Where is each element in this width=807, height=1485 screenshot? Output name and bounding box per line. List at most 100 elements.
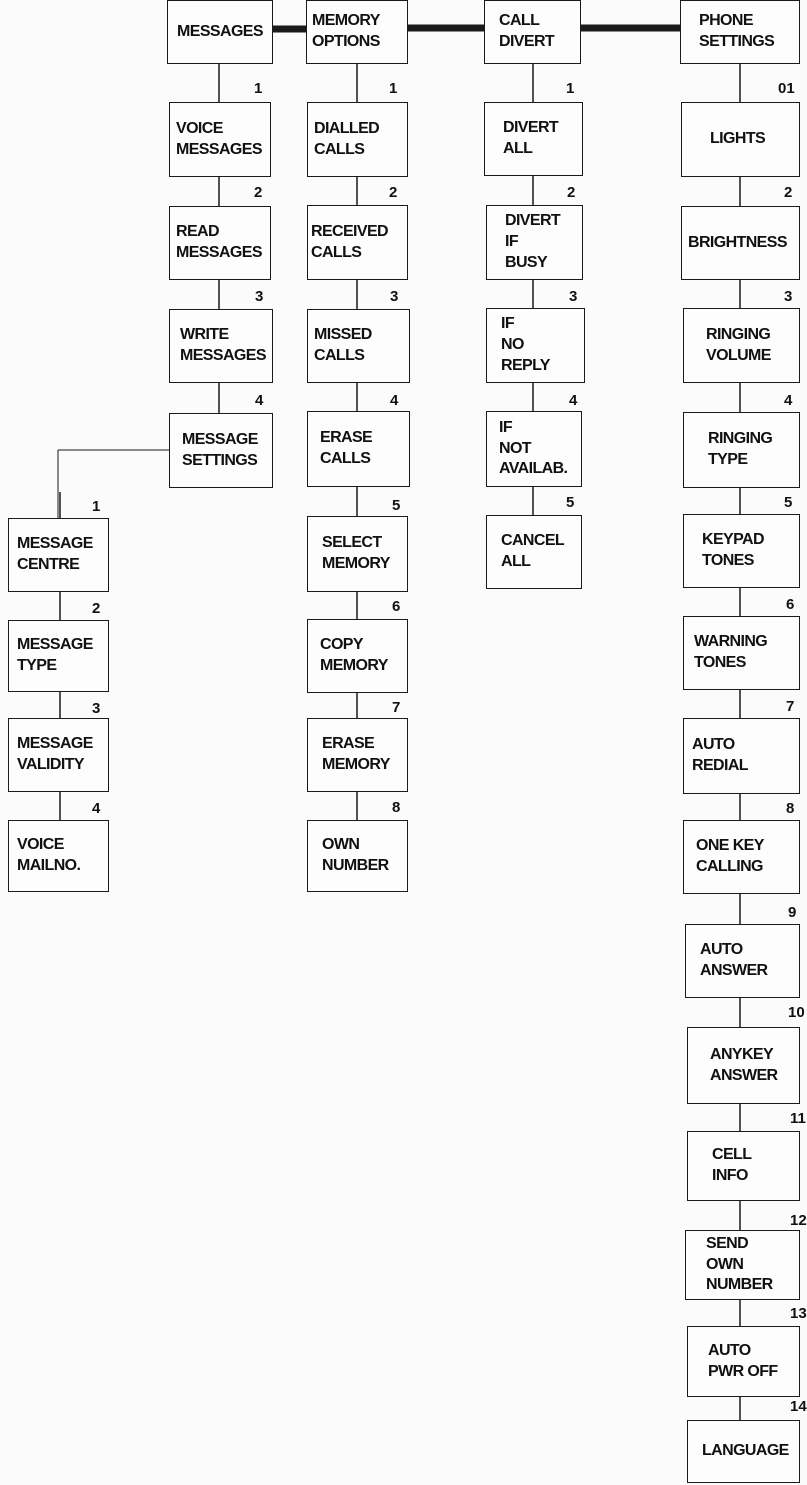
menu-header-messages[interactable]: MESSAGES: [167, 0, 273, 64]
node-label-line: READ: [176, 223, 220, 241]
node-label-line: VALIDITY: [17, 756, 85, 773]
menu-item-phone-settings[interactable]: BRIGHTNESS: [681, 206, 800, 280]
menu-item-message-settings[interactable]: MESSAGE VALIDITY: [8, 718, 109, 792]
menu-item-number: 4: [390, 392, 399, 409]
menu-item-number: 3: [390, 288, 399, 305]
menu-item-call-divert[interactable]: IF NO REPLY: [486, 308, 585, 383]
node-label-line: IF: [499, 418, 513, 436]
node-label-line: OPTIONS: [312, 33, 380, 50]
menu-item-messages[interactable]: READ MESSAGES: [169, 206, 271, 280]
node-label-line: MAILNO.: [17, 857, 81, 874]
node-label-line: MISSED: [314, 326, 372, 344]
node-label-line: DIVERT: [499, 33, 555, 50]
node-label-line: LIGHTS: [710, 130, 766, 148]
menu-item-number: 9: [788, 904, 797, 921]
node-label-line: BUSY: [505, 253, 548, 271]
node-label-line: REPLY: [501, 356, 550, 374]
node-label-line: NOT: [499, 439, 532, 457]
node-label-line: SEND: [706, 1234, 749, 1252]
node-label-line: DIVERT: [503, 119, 559, 137]
node-label-line: CELL: [712, 1146, 752, 1164]
menu-item-number: 2: [254, 184, 263, 201]
node-label-line: SETTINGS: [182, 451, 258, 469]
node-label-line: MESSAGES: [176, 244, 262, 261]
node-label-line: AUTO: [692, 736, 735, 754]
menu-item-number: 6: [392, 598, 401, 615]
menu-item-number: 5: [392, 497, 401, 514]
menu-item-number: 01: [778, 80, 795, 97]
node-label-line: LANGUAGE: [702, 1442, 789, 1460]
node-label-line: CANCEL: [501, 532, 565, 550]
menu-item-number: 2: [92, 600, 101, 617]
node-label-line: MEMORY: [322, 555, 390, 572]
node-label-line: MESSAGE: [17, 735, 93, 753]
node-label-line: ANYKEY: [710, 1045, 774, 1063]
menu-item-number: 4: [784, 392, 793, 409]
menu-item-memory-options[interactable]: ERASE CALLS: [307, 411, 410, 487]
menu-item-number: 7: [786, 698, 795, 715]
node-label-line: MEMORY: [322, 756, 390, 773]
menu-item-memory-options[interactable]: OWN NUMBER: [307, 820, 408, 892]
menu-item-number: 2: [567, 184, 576, 201]
node-label-line: CALLS: [320, 450, 371, 467]
menu-item-number: 3: [255, 288, 264, 305]
menu-item-call-divert[interactable]: CANCEL ALL: [486, 515, 582, 589]
menu-item-number: 4: [255, 392, 264, 409]
node-label-line: ALL: [501, 553, 531, 570]
node-label-line: OWN: [322, 836, 360, 854]
menu-item-phone-settings[interactable]: LIGHTS: [681, 102, 800, 177]
node-label-line: CALLS: [314, 140, 365, 158]
node-label-line: TYPE: [17, 657, 57, 674]
node-label-line: MESSAGE: [17, 535, 93, 553]
node-label-line: TONES: [702, 552, 754, 569]
menu-item-number: 1: [566, 80, 575, 97]
node-label-line: ALL: [503, 140, 533, 157]
menu-item-number: 5: [566, 494, 575, 511]
node-label-line: VOICE: [176, 119, 223, 137]
menu-item-number: 12: [790, 1212, 807, 1229]
menu-item-phone-settings[interactable]: LANGUAGE: [687, 1420, 800, 1483]
node-label-line: NO: [501, 336, 524, 354]
menu-item-number: 8: [786, 800, 795, 817]
menu-item-phone-settings[interactable]: ONE KEY CALLING: [683, 820, 800, 894]
node-label-line: ONE KEY: [696, 837, 764, 855]
menu-item-phone-settings[interactable]: AUTO REDIAL: [683, 718, 800, 794]
node-label-line: CALLING: [696, 858, 764, 875]
menu-item-call-divert[interactable]: DIVERT ALL: [484, 102, 583, 176]
menu-item-memory-options[interactable]: MISSED CALLS: [307, 309, 410, 383]
node-label-line: ERASE: [320, 429, 373, 447]
node-label-line: CALLS: [314, 347, 365, 364]
node-label-line: NUMBER: [322, 857, 389, 874]
node-label-line: VOLUME: [706, 346, 771, 364]
menu-item-number: 3: [784, 288, 793, 305]
node-label-line: REDIAL: [692, 757, 749, 774]
node-label-line: IF: [501, 315, 515, 333]
menu-item-number: 4: [569, 392, 578, 409]
node-label-line: NUMBER: [706, 1276, 773, 1294]
